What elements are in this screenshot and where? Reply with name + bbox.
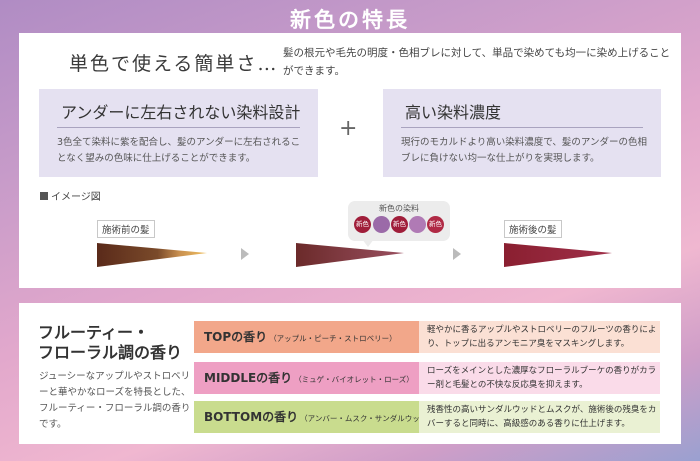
after-hair-tag: 施術後の髪 bbox=[504, 220, 562, 238]
feature-divider bbox=[401, 127, 643, 128]
dye-dot: 新色 bbox=[354, 216, 371, 233]
before-hair bbox=[97, 243, 207, 267]
arrow-right-icon bbox=[453, 248, 461, 260]
plus-sign: + bbox=[339, 116, 358, 141]
fragrance-panel: フルーティー・ フローラル調の香り ジューシーなアップルやストロベリーと華やかな… bbox=[19, 303, 681, 444]
dyeing-hair bbox=[296, 243, 404, 267]
feature-title: 高い染料濃度 bbox=[405, 103, 502, 122]
note-ingredients: （アンバー・ムスク・サンダルウッド） bbox=[300, 414, 435, 423]
hair-illustration bbox=[97, 243, 612, 267]
image-label: イメージ図 bbox=[40, 188, 101, 203]
dye-label: 新色の染料 bbox=[379, 204, 419, 213]
after-hair bbox=[504, 243, 612, 267]
note-description: 残香性の高いサンダルウッドとムスクが、施術後の残臭をカバーすると同時に、高級感の… bbox=[419, 401, 660, 433]
dye-bubble: 新色の染料 新色 新色 新色 bbox=[348, 201, 450, 247]
fragrance-title: フルーティー・ フローラル調の香り bbox=[38, 323, 182, 363]
note-name: TOPの香り bbox=[204, 330, 268, 344]
note-label: MIDDLEの香り（ミュゲ・バイオレット・ローズ） bbox=[194, 362, 419, 394]
note-ingredients: （アップル・ピーチ・ストロベリー） bbox=[269, 334, 397, 343]
note-name: MIDDLEの香り bbox=[204, 371, 293, 385]
feature-description: 3色全て染料に紫を配合し、髪のアンダーに左右されることなく望みの色味に仕上げるこ… bbox=[57, 137, 301, 164]
fragrance-description: ジューシーなアップルやストロベリーと華やかなローズを特長とした、フルーティー・フ… bbox=[39, 371, 191, 430]
bubble-pointer bbox=[362, 239, 374, 247]
note-description: ローズをメインとした濃厚なフローラルブーケの香りがカラー剤と毛髪との不快な反応臭… bbox=[419, 362, 660, 394]
note-label: BOTTOMの香り（アンバー・ムスク・サンダルウッド） bbox=[194, 401, 435, 433]
image-label-text: イメージ図 bbox=[51, 192, 101, 203]
bottom-note-row: BOTTOMの香り（アンバー・ムスク・サンダルウッド） 残香性の高いサンダルウッ… bbox=[194, 401, 660, 433]
headline: 単色で使える簡単さ… bbox=[69, 53, 279, 75]
dye-dot bbox=[373, 216, 390, 233]
before-hair-tag: 施術前の髪 bbox=[97, 220, 155, 238]
feature-divider bbox=[57, 127, 300, 128]
note-label: TOPの香り（アップル・ピーチ・ストロベリー） bbox=[194, 321, 419, 353]
page-title: 新色の特長 bbox=[290, 8, 410, 32]
feature-card-dye-concentration: 高い染料濃度 現行のモカルドより高い染料濃度で、髪のアンダーの色相ブレに負けない… bbox=[383, 89, 661, 177]
square-bullet-icon bbox=[40, 192, 48, 200]
feature-title: アンダーに左右されない染料設計 bbox=[61, 103, 301, 122]
middle-note-row: MIDDLEの香り（ミュゲ・バイオレット・ローズ） ローズをメインとした濃厚なフ… bbox=[194, 362, 660, 394]
arrow-right-icon bbox=[241, 248, 249, 260]
dye-dot: 新色 bbox=[427, 216, 444, 233]
top-note-row: TOPの香り（アップル・ピーチ・ストロベリー） 軽やかに香るアップルやストロベリ… bbox=[194, 321, 660, 353]
note-ingredients: （ミュゲ・バイオレット・ローズ） bbox=[294, 375, 414, 384]
feature-card-dye-design: アンダーに左右されない染料設計 3色全て染料に紫を配合し、髪のアンダーに左右され… bbox=[39, 89, 318, 177]
fragrance-title-line2: フローラル調の香り bbox=[38, 343, 183, 362]
dye-dot: 新色 bbox=[391, 216, 408, 233]
fragrance-title-line1: フルーティー・ bbox=[38, 323, 150, 342]
headline-description: 髪の根元や毛先の明度・色相ブレに対して、単品で染めても均一に染め上げることができ… bbox=[283, 47, 671, 77]
note-description: 軽やかに香るアップルやストロベリーのフルーツの香りにより、トップに出るアンモニア… bbox=[419, 321, 660, 353]
feature-panel: 単色で使える簡単さ… 髪の根元や毛先の明度・色相ブレに対して、単品で染めても均一… bbox=[19, 33, 681, 288]
dye-dot bbox=[409, 216, 426, 233]
note-name: BOTTOMの香り bbox=[204, 410, 299, 424]
feature-description: 現行のモカルドより高い染料濃度で、髪のアンダーの色相ブレに負けない均一な仕上がり… bbox=[401, 137, 648, 164]
